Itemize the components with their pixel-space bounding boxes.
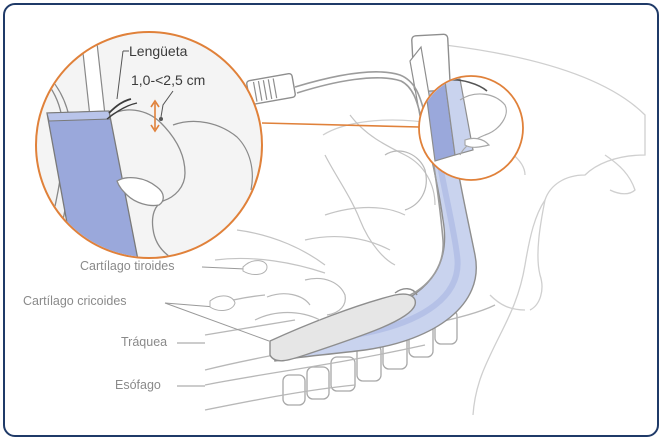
- detail-callout-small: [419, 76, 523, 180]
- esophagus-label: Esófago: [115, 378, 161, 392]
- thyroid-cartilage-label: Cartílago tiroides: [80, 259, 175, 273]
- anatomy-labels: Cartílago tiroides Cartílago cricoides T…: [23, 259, 269, 392]
- trachea-label: Tráquea: [121, 335, 167, 349]
- distance-label: 1,0-<2,5 cm: [131, 72, 205, 88]
- airway-diagram: Lengüeta 1,0-<2,5 cm Cartílago tiroides …: [5, 5, 657, 435]
- tab-label: Lengüeta: [129, 43, 188, 59]
- magnifier-circle: [15, 25, 262, 267]
- diagram-frame: Lengüeta 1,0-<2,5 cm Cartílago tiroides …: [3, 3, 659, 437]
- cricoid-cartilage-label: Cartílago cricoides: [23, 294, 127, 308]
